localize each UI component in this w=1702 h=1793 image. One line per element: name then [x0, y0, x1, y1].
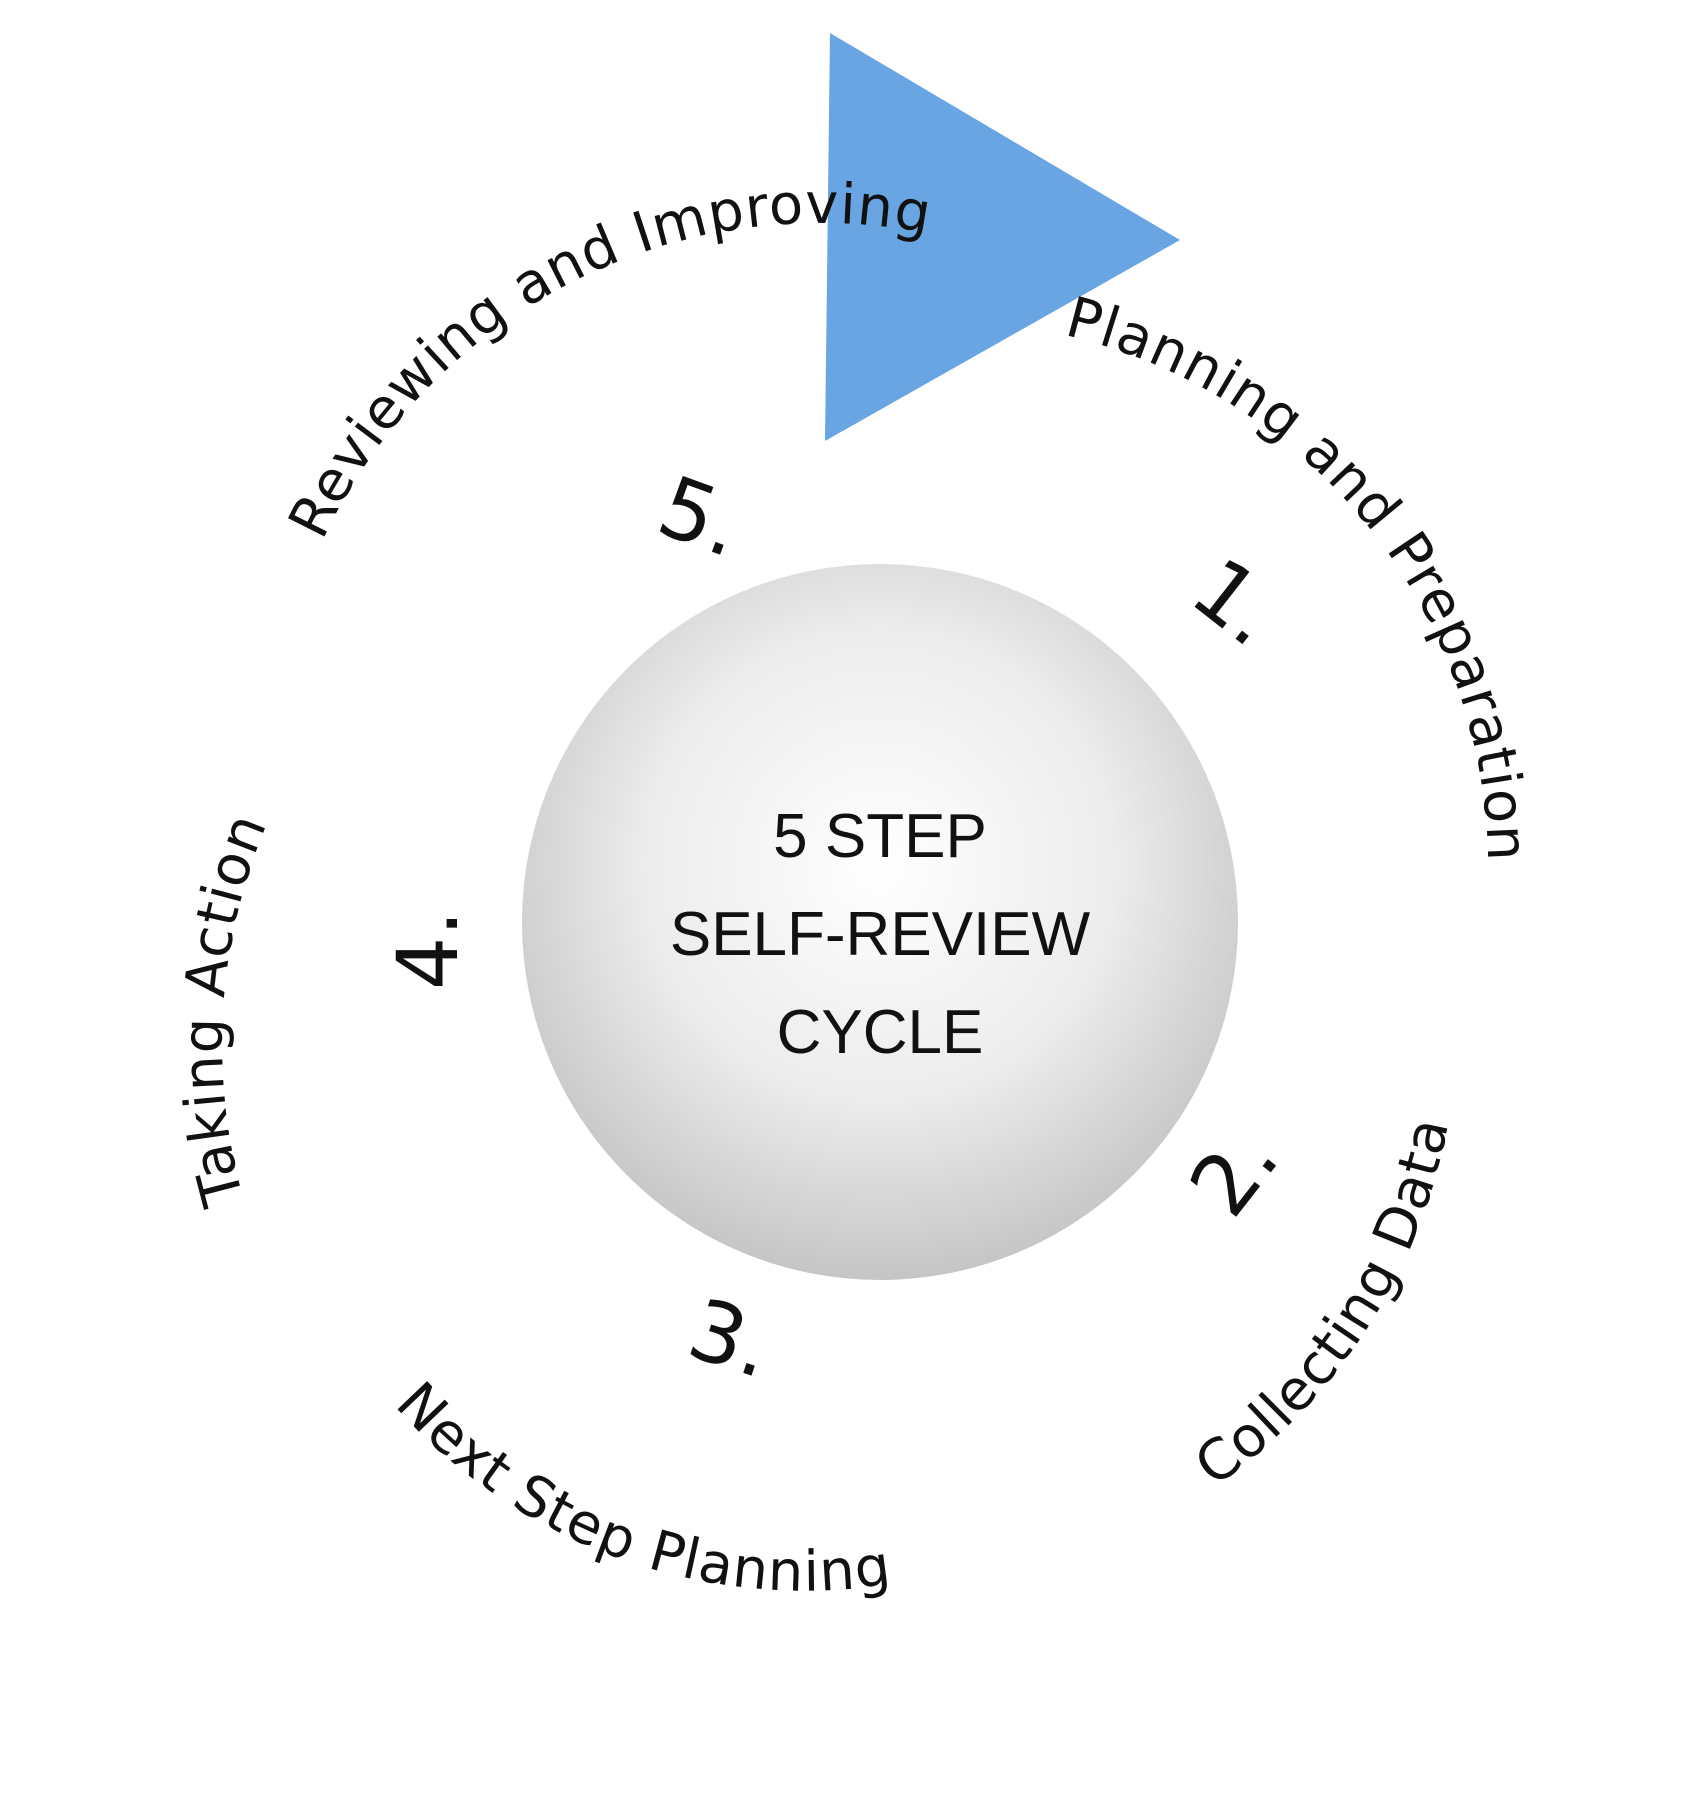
- cycle-arrowhead: [825, 33, 1180, 441]
- step-2-number: 2.: [1171, 1110, 1298, 1233]
- step-5-number: 5.: [646, 457, 755, 577]
- step-3-number: 3.: [678, 1279, 785, 1397]
- center-title-line-1: 5 STEP: [773, 802, 987, 871]
- step-1-number: 1.: [1174, 539, 1297, 666]
- step-4-number: 4.: [379, 910, 477, 990]
- center-title-line-2: SELF-REVIEW: [670, 900, 1091, 969]
- center-circle: [522, 564, 1238, 1280]
- center-title-line-3: CYCLE: [777, 998, 984, 1067]
